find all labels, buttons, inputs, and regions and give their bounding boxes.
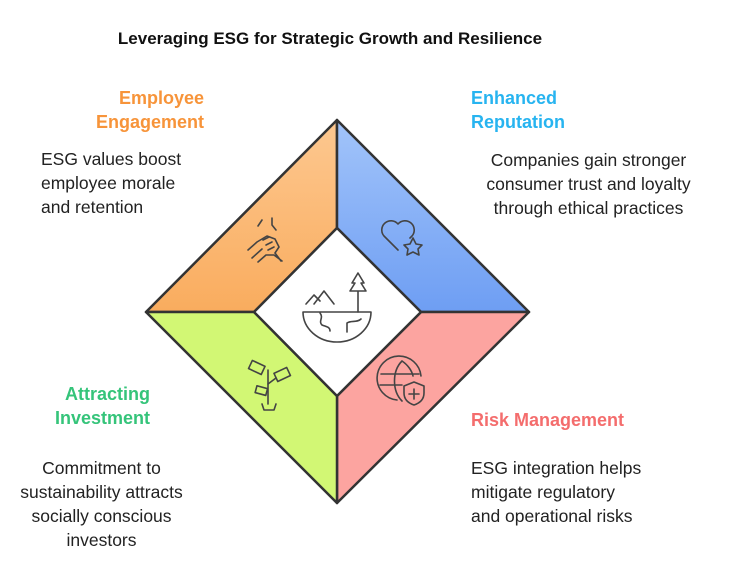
- earth-landscape-icon: [302, 272, 372, 343]
- description-line: socially conscious: [31, 506, 172, 526]
- heading-line: Attracting: [65, 384, 150, 404]
- hands-icon: [247, 217, 283, 263]
- description-line: ESG integration helps: [471, 458, 642, 478]
- heart-star-icon: [381, 220, 423, 256]
- description-risk-management: ESG integration helps mitigate regulator…: [471, 456, 641, 528]
- heading-attracting-investment: Attracting Investment: [55, 382, 150, 430]
- description-line: and operational risks: [471, 506, 633, 526]
- description-employee-engagement: ESG values boost employee morale and ret…: [41, 147, 181, 219]
- description-line: investors: [66, 530, 137, 550]
- page-title: Leveraging ESG for Strategic Growth and …: [117, 29, 543, 48]
- description-line: Commitment to: [42, 458, 161, 478]
- description-line: employee morale: [41, 173, 176, 193]
- heading-line: Employee: [118, 88, 204, 108]
- globe-shield-icon: [376, 355, 425, 406]
- description-attracting-investment: Commitment to sustainability attracts so…: [0, 456, 203, 552]
- heading-risk-management: Risk Management: [471, 408, 624, 432]
- description-line: mitigate regulatory: [471, 482, 615, 502]
- description-line: Companies gain stronger: [490, 150, 687, 170]
- heading-line: Engagement: [95, 112, 204, 132]
- description-line: and retention: [41, 197, 144, 217]
- description-enhanced-reputation: Companies gain stronger consumer trust a…: [466, 148, 711, 220]
- money-plant-icon: [247, 359, 292, 411]
- heading-line: Reputation: [471, 112, 565, 132]
- heading-line: Enhanced: [471, 88, 558, 108]
- heading-line: Risk Management: [471, 410, 625, 430]
- description-line: through ethical practices: [493, 198, 684, 218]
- description-line: ESG values boost: [41, 149, 182, 169]
- heading-enhanced-reputation: Enhanced Reputation: [471, 86, 565, 134]
- description-line: consumer trust and loyalty: [486, 174, 691, 194]
- heading-employee-engagement: Employee Engagement: [96, 86, 204, 134]
- description-line: sustainability attracts: [20, 482, 183, 502]
- heading-line: Investment: [54, 408, 150, 428]
